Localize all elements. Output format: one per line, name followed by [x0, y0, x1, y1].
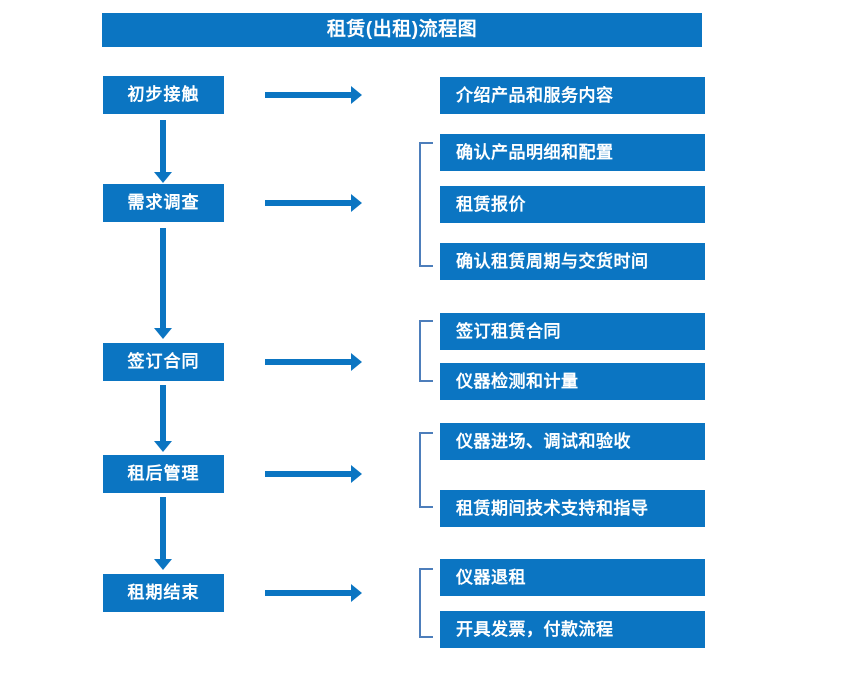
detail-box-introduce-products[interactable]: 介绍产品和服务内容: [440, 77, 705, 114]
horizontal-arrow-needs-survey: [265, 194, 362, 212]
vertical-arrow-contract-to-management: [154, 385, 172, 453]
group-bracket-sign-contract: [419, 320, 433, 382]
horizontal-arrow-post-rental: [265, 465, 362, 483]
horizontal-arrow-rental-end: [265, 584, 362, 602]
detail-box-technical-support[interactable]: 租赁期间技术支持和指导: [440, 490, 705, 527]
vertical-arrow-contact-to-survey: [154, 120, 172, 184]
group-bracket-post-rental: [419, 432, 433, 508]
chart-title: 租赁(出租)流程图: [102, 13, 702, 47]
detail-box-rental-quote[interactable]: 租赁报价: [440, 186, 705, 223]
stage-box-post-rental-management[interactable]: 租后管理: [103, 455, 224, 493]
stage-box-initial-contact[interactable]: 初步接触: [103, 76, 224, 114]
detail-box-confirm-period-delivery[interactable]: 确认租赁周期与交货时间: [440, 243, 705, 280]
vertical-arrow-management-to-end: [154, 497, 172, 571]
detail-box-sign-rental-contract[interactable]: 签订租赁合同: [440, 313, 705, 350]
group-bracket-rental-end: [419, 568, 433, 638]
horizontal-arrow-initial-contact: [265, 86, 362, 104]
detail-box-confirm-product-details[interactable]: 确认产品明细和配置: [440, 134, 705, 171]
detail-box-instrument-return[interactable]: 仪器退租: [440, 559, 705, 596]
detail-box-instrument-entry-commissioning[interactable]: 仪器进场、调试和验收: [440, 423, 705, 460]
detail-box-instrument-inspection[interactable]: 仪器检测和计量: [440, 363, 705, 400]
stage-box-rental-end[interactable]: 租期结束: [103, 574, 224, 612]
vertical-arrow-survey-to-contract: [154, 228, 172, 340]
stage-box-sign-contract[interactable]: 签订合同: [103, 343, 224, 381]
stage-box-needs-survey[interactable]: 需求调查: [103, 184, 224, 222]
detail-box-invoice-payment[interactable]: 开具发票，付款流程: [440, 611, 705, 648]
horizontal-arrow-sign-contract: [265, 353, 362, 371]
group-bracket-needs-survey: [419, 142, 433, 267]
